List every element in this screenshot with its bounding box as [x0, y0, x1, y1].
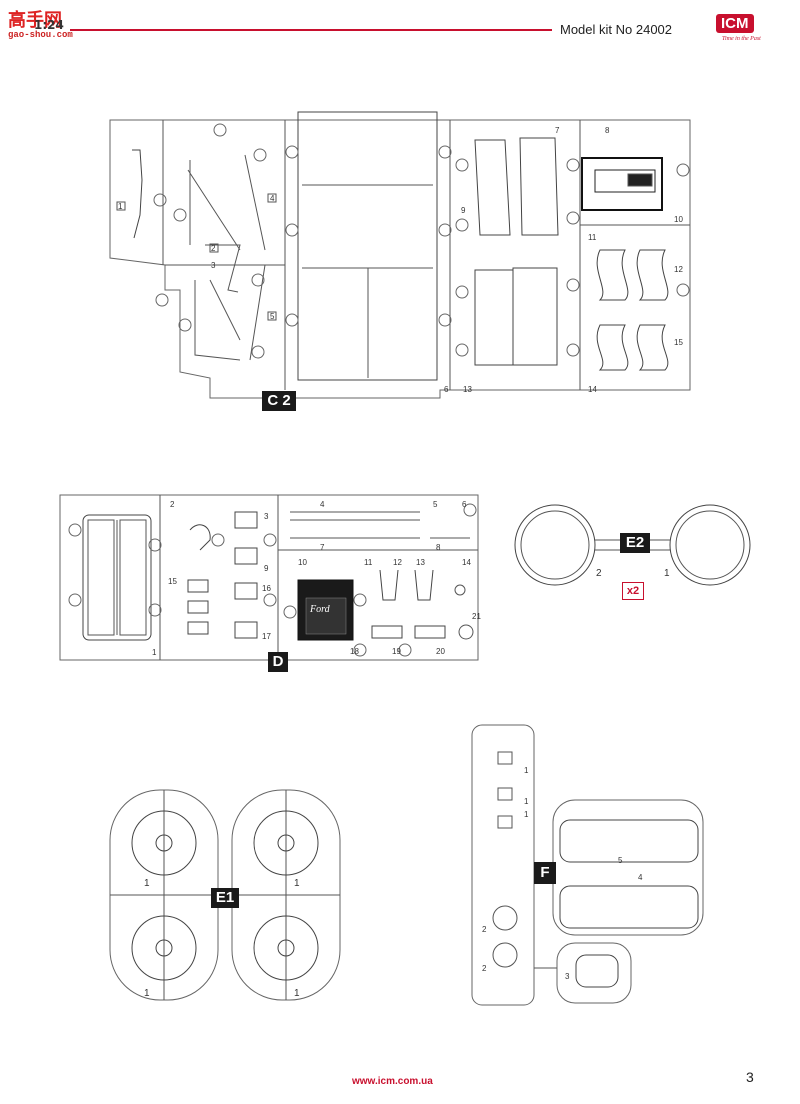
logo-left-url: gao-shou.com [8, 30, 73, 40]
site-logo: 高手网 1:24 gao-shou.com [6, 6, 80, 40]
sprue-d [59, 494, 479, 661]
sprue-tag-f: F [534, 862, 556, 884]
quantity-multiplier: x2 [622, 582, 644, 600]
icm-logo: ICM Time in the Past [706, 10, 780, 46]
page-title: Model kit No 24002 [560, 22, 673, 37]
sprue-e1 [109, 789, 341, 1001]
sprue-f [471, 724, 704, 1006]
sprue-tag-d: D [268, 652, 288, 672]
page-number: 3 [746, 1069, 754, 1085]
sprue-tag-e2: E2 [620, 533, 650, 553]
icm-logo-slogan: Time in the Past [722, 36, 761, 42]
sprue-tag-e1: E1 [211, 888, 239, 908]
header-rule [70, 29, 552, 31]
logo-left-scale: 1:24 [34, 18, 64, 32]
footer-url[interactable]: www.icm.com.ua [352, 1076, 433, 1087]
icm-logo-brand: ICM [716, 14, 754, 33]
sprue-c2 [109, 111, 691, 399]
sprue-tag-c2: C 2 [262, 391, 296, 411]
sprue-e2 [514, 504, 751, 586]
logo-left-main: 高手网 [8, 10, 62, 31]
